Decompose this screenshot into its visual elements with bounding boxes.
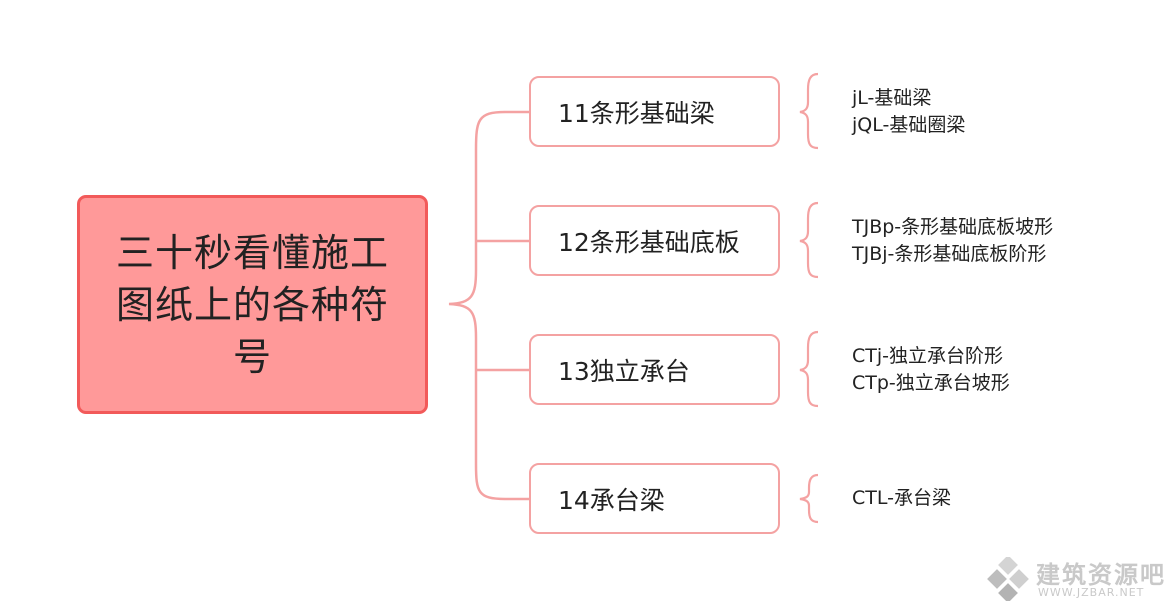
- topic-node-3[interactable]: 13独立承台: [529, 334, 780, 405]
- topic-label: 14承台梁: [558, 485, 665, 515]
- leaf-item[interactable]: jQL-基础圈梁: [852, 114, 966, 136]
- leaf-item[interactable]: TJBj-条形基础底板阶形: [852, 243, 1047, 265]
- leaf-item[interactable]: TJBp-条形基础底板坡形: [852, 216, 1054, 238]
- topic-label: 13独立承台: [558, 356, 690, 386]
- topic-node-1[interactable]: 11条形基础梁: [529, 76, 780, 147]
- topic-node-2[interactable]: 12条形基础底板: [529, 205, 780, 276]
- leaf-item[interactable]: CTp-独立承台坡形: [852, 372, 1010, 394]
- diamond-logo-icon: [987, 557, 1029, 601]
- topic-node-4[interactable]: 14承台梁: [529, 463, 780, 534]
- leaf-group-3: CTj-独立承台阶形 CTp-独立承台坡形: [852, 343, 1010, 397]
- root-node[interactable]: 三十秒看懂施工图纸上的各种符号: [77, 195, 428, 414]
- topic-label: 11条形基础梁: [558, 98, 715, 128]
- leaf-group-2: TJBp-条形基础底板坡形 TJBj-条形基础底板阶形: [852, 214, 1053, 268]
- leaf-item[interactable]: CTj-独立承台阶形: [852, 345, 1004, 367]
- leaf-brace-4: [799, 473, 819, 524]
- leaf-group-4: CTL-承台梁: [852, 485, 951, 512]
- root-title: 三十秒看懂施工图纸上的各种符号: [115, 230, 389, 379]
- leaf-group-1: jL-基础梁 jQL-基础圈梁: [852, 85, 965, 139]
- watermark: 建筑资源吧 WWW.JZBAR.NET: [986, 555, 1164, 603]
- main-brace: [448, 110, 506, 501]
- watermark-url: WWW.JZBAR.NET: [1038, 586, 1145, 599]
- watermark-name: 建筑资源吧: [1036, 561, 1166, 589]
- topic-label: 12条形基础底板: [558, 227, 740, 257]
- leaf-item[interactable]: jL-基础梁: [852, 87, 932, 109]
- leaf-brace-1: [799, 72, 819, 150]
- leaf-brace-3: [799, 330, 819, 408]
- leaf-brace-2: [799, 201, 819, 279]
- leaf-item[interactable]: CTL-承台梁: [852, 487, 951, 509]
